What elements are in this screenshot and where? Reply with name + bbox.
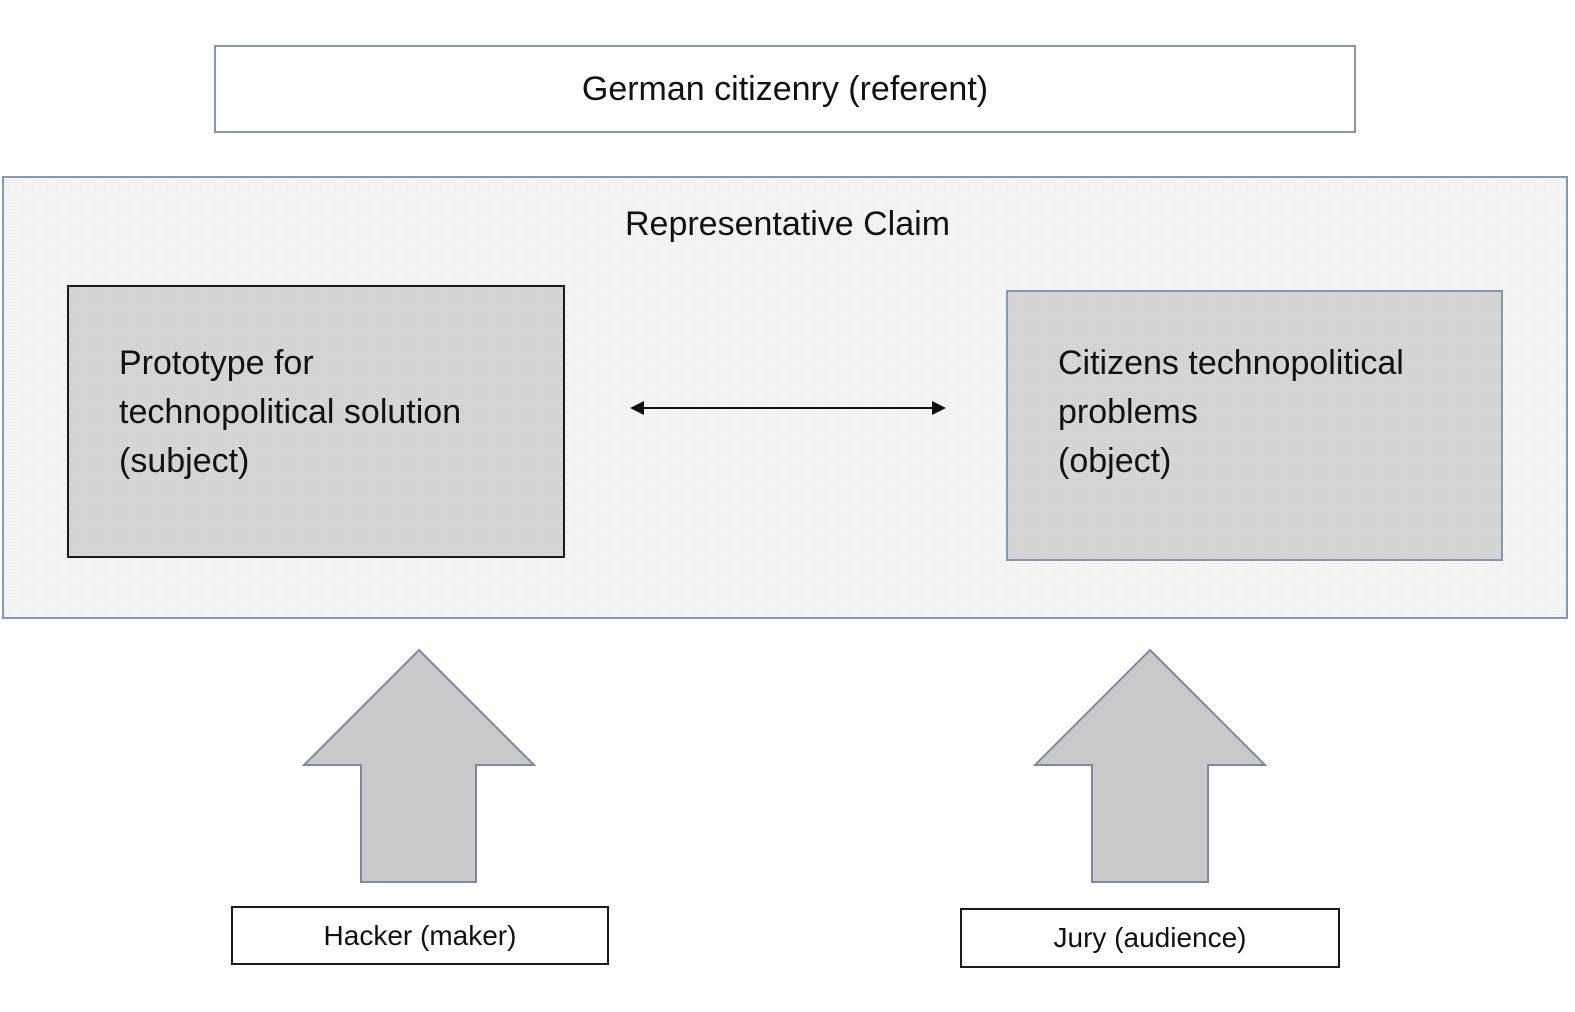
maker-box: Hacker (maker): [231, 906, 609, 965]
audience-label: Jury (audience): [1053, 922, 1247, 953]
object-line-3: (object): [1058, 442, 1172, 480]
subject-box: Prototype for technopolitical solution (…: [67, 285, 565, 558]
maker-label: Hacker (maker): [323, 919, 517, 951]
referent-box: German citizenry (referent): [214, 45, 1356, 133]
subject-line-2: technopolitical solution: [119, 393, 462, 431]
object-line-2: problems: [1058, 393, 1198, 431]
subject-line-1: Prototype for: [119, 344, 314, 382]
referent-label: German citizenry (referent): [581, 69, 989, 108]
double-headed-arrow-icon: [630, 401, 946, 415]
audience-box: Jury (audience): [960, 908, 1340, 968]
maker-up-arrow-icon: [301, 648, 537, 883]
representative-claim-title: Representative Claim: [624, 205, 951, 243]
object-line-1: Citizens technopolitical: [1058, 344, 1404, 382]
subject-line-3: (subject): [119, 442, 250, 480]
audience-up-arrow-icon: [1032, 648, 1268, 883]
object-box: Citizens technopolitical problems (objec…: [1006, 290, 1503, 561]
